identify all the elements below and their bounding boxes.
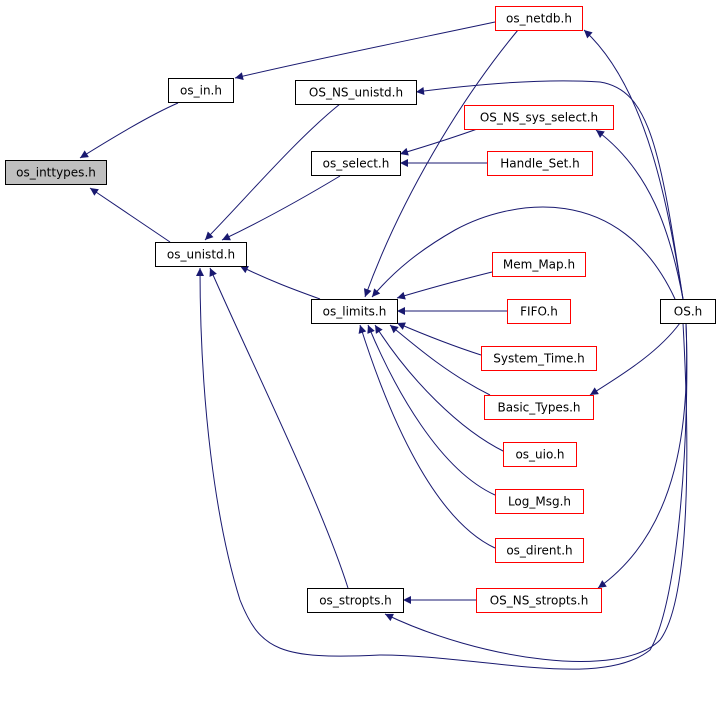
- node-label: Mem_Map.h: [503, 258, 575, 272]
- node-box: [507, 299, 571, 324]
- node-label: OS_NS_sys_select.h: [480, 111, 598, 125]
- edge-os-unistd-to-os-inttypes: [89, 187, 171, 243]
- node-label: os_stropts.h: [319, 594, 392, 608]
- node-os[interactable]: OS.h: [660, 299, 716, 324]
- edge-os-to-os-limits: [371, 206, 676, 300]
- edge-mem-map-to-os-limits: [396, 271, 493, 300]
- node-box: [495, 489, 584, 514]
- node-box: [295, 80, 417, 105]
- node-os-limits[interactable]: os_limits.h: [311, 299, 398, 324]
- node-box: [660, 299, 716, 324]
- edge-os-limits-to-os-unistd: [239, 265, 321, 300]
- node-box: [487, 151, 593, 176]
- edge-os-to-os-stropts: [384, 322, 688, 662]
- node-label: OS_NS_unistd.h: [309, 86, 403, 100]
- edge-basic-types-to-os-limits: [389, 324, 491, 396]
- node-box: [495, 6, 583, 31]
- edge-os-ns-unistd-to-os-unistd: [204, 103, 341, 241]
- edge-os-ns-sys-select-to-os-select: [399, 127, 481, 156]
- node-os-ns-unistd[interactable]: OS_NS_unistd.h: [295, 80, 417, 105]
- node-box: [476, 588, 602, 613]
- node-os-inttypes: os_inttypes.h: [5, 160, 107, 185]
- node-label: os_uio.h: [515, 448, 564, 462]
- node-label: os_in.h: [180, 84, 222, 98]
- edge-os-in-to-os-inttypes: [79, 102, 179, 159]
- node-system-time[interactable]: System_Time.h: [481, 346, 597, 371]
- node-label: OS.h: [674, 305, 702, 319]
- edge-os-to-os-netdb: [583, 29, 684, 300]
- node-os-ns-stropts[interactable]: OS_NS_stropts.h: [476, 588, 602, 613]
- edge-system-time-to-os-limits: [396, 322, 482, 356]
- node-label: os_unistd.h: [167, 248, 235, 262]
- dependency-nodes: os_inttypes.h os_in.h os_unistd.h OS_NS_uni…: [5, 6, 716, 613]
- edge-os-select-to-os-unistd: [221, 175, 341, 241]
- edge-os-to-os-ns-sys-select: [595, 129, 684, 300]
- node-os-netdb[interactable]: os_netdb.h: [495, 6, 583, 31]
- dependency-edges: [79, 21, 688, 670]
- node-fifo[interactable]: FIFO.h: [507, 299, 571, 324]
- node-label: OS_NS_stropts.h: [490, 594, 589, 608]
- node-os-unistd[interactable]: os_unistd.h: [155, 242, 247, 267]
- node-box: [503, 442, 577, 467]
- node-box: [484, 395, 594, 420]
- edge-os-to-os-ns-unistd: [415, 80, 684, 300]
- edge-os-dirent-to-os-limits: [358, 324, 496, 549]
- edge-os-netdb-to-os-in: [234, 21, 496, 81]
- node-os-select[interactable]: os_select.h: [311, 151, 401, 176]
- edge-os-to-basic-types: [589, 322, 681, 396]
- node-label: os_inttypes.h: [16, 166, 96, 180]
- node-label: os_limits.h: [323, 305, 387, 319]
- edge-os-uio-to-os-limits: [374, 324, 506, 453]
- node-box: [307, 588, 404, 613]
- node-handle-set[interactable]: Handle_Set.h: [487, 151, 593, 176]
- node-label: Handle_Set.h: [500, 157, 579, 171]
- edge-os-to-os-unistd: [196, 267, 688, 670]
- edge-os-stropts-to-os-unistd: [209, 267, 349, 589]
- node-label: os_netdb.h: [506, 12, 572, 26]
- node-label: FIFO.h: [520, 305, 558, 319]
- node-os-dirent[interactable]: os_dirent.h: [495, 538, 584, 563]
- node-mem-map[interactable]: Mem_Map.h: [492, 252, 586, 277]
- node-os-stropts[interactable]: os_stropts.h: [307, 588, 404, 613]
- node-box: [168, 78, 234, 103]
- node-box: [495, 538, 584, 563]
- node-log-msg[interactable]: Log_Msg.h: [495, 489, 584, 514]
- node-os-uio[interactable]: os_uio.h: [503, 442, 577, 467]
- node-label: os_select.h: [323, 157, 390, 171]
- node-box: [492, 252, 586, 277]
- node-os-ns-sys-select[interactable]: OS_NS_sys_select.h: [464, 105, 614, 130]
- node-label: Log_Msg.h: [508, 495, 571, 509]
- node-label: System_Time.h: [493, 352, 585, 366]
- edge-os-netdb-to-os-limits: [363, 29, 519, 298]
- node-os-in[interactable]: os_in.h: [168, 78, 234, 103]
- node-basic-types[interactable]: Basic_Types.h: [484, 395, 594, 420]
- node-box: [464, 105, 614, 130]
- node-label: os_dirent.h: [506, 544, 572, 558]
- node-box: [481, 346, 597, 371]
- node-box: [311, 299, 398, 324]
- node-box: [5, 160, 107, 185]
- node-box: [311, 151, 401, 176]
- node-label: Basic_Types.h: [497, 401, 580, 415]
- edge-log-msg-to-os-limits: [367, 324, 496, 496]
- edge-os-to-os-ns-stropts: [597, 322, 688, 589]
- node-box: [155, 242, 247, 267]
